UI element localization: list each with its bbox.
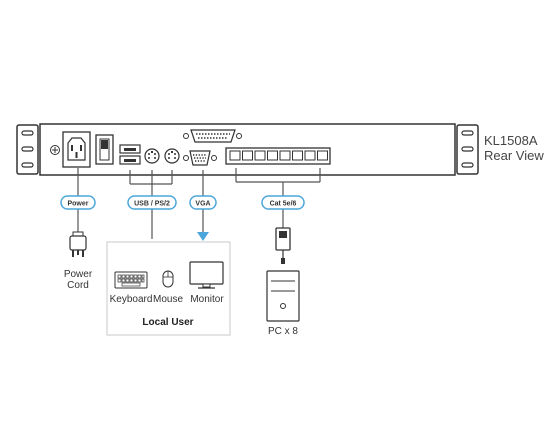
pc-tower-icon (266, 270, 300, 322)
view-title: Rear View (484, 148, 544, 163)
local-user-title: Local User (142, 317, 193, 328)
left-rack-ear (16, 124, 39, 175)
power-switch-icon (95, 134, 114, 165)
db25-port-icon (183, 129, 242, 143)
vga-label-pill: VGA (189, 195, 217, 210)
cat-label: Cat 5e/6 (270, 201, 297, 208)
usb-ps2-label: USB / PS/2 (134, 201, 170, 208)
usb-ports-icon (119, 144, 141, 165)
keyboard-icon (114, 271, 148, 289)
right-rack-ear (456, 124, 479, 175)
monitor-label: Monitor (190, 294, 224, 305)
mouse-label: Mouse (153, 294, 183, 305)
monitor-icon (189, 261, 224, 289)
model-title: KL1508A (484, 133, 538, 148)
ground-screw-icon (50, 145, 60, 155)
keyboard-label: Keyboard (110, 294, 153, 305)
ps2-ports-icon (144, 148, 180, 164)
mouse-icon (162, 270, 174, 288)
power-label: Power (67, 201, 88, 208)
rj45-ports-icon (225, 147, 331, 165)
power-socket-icon (62, 131, 91, 168)
cat-label-pill: Cat 5e/6 (261, 195, 305, 210)
vga-arrow-icon (197, 232, 209, 241)
power-plug-icon (69, 231, 87, 257)
rj45-plug-icon (275, 227, 291, 264)
power-cord-label-line1: Power (64, 269, 93, 280)
power-label-pill: Power (60, 195, 96, 210)
vga-label: VGA (195, 201, 210, 208)
vga-port-icon (183, 150, 217, 166)
usb-ps2-bracket (129, 170, 173, 239)
pc-label: PC x 8 (268, 326, 298, 337)
usb-ps2-label-pill: USB / PS/2 (127, 195, 177, 210)
power-cord-label-line2: Cord (67, 280, 89, 291)
